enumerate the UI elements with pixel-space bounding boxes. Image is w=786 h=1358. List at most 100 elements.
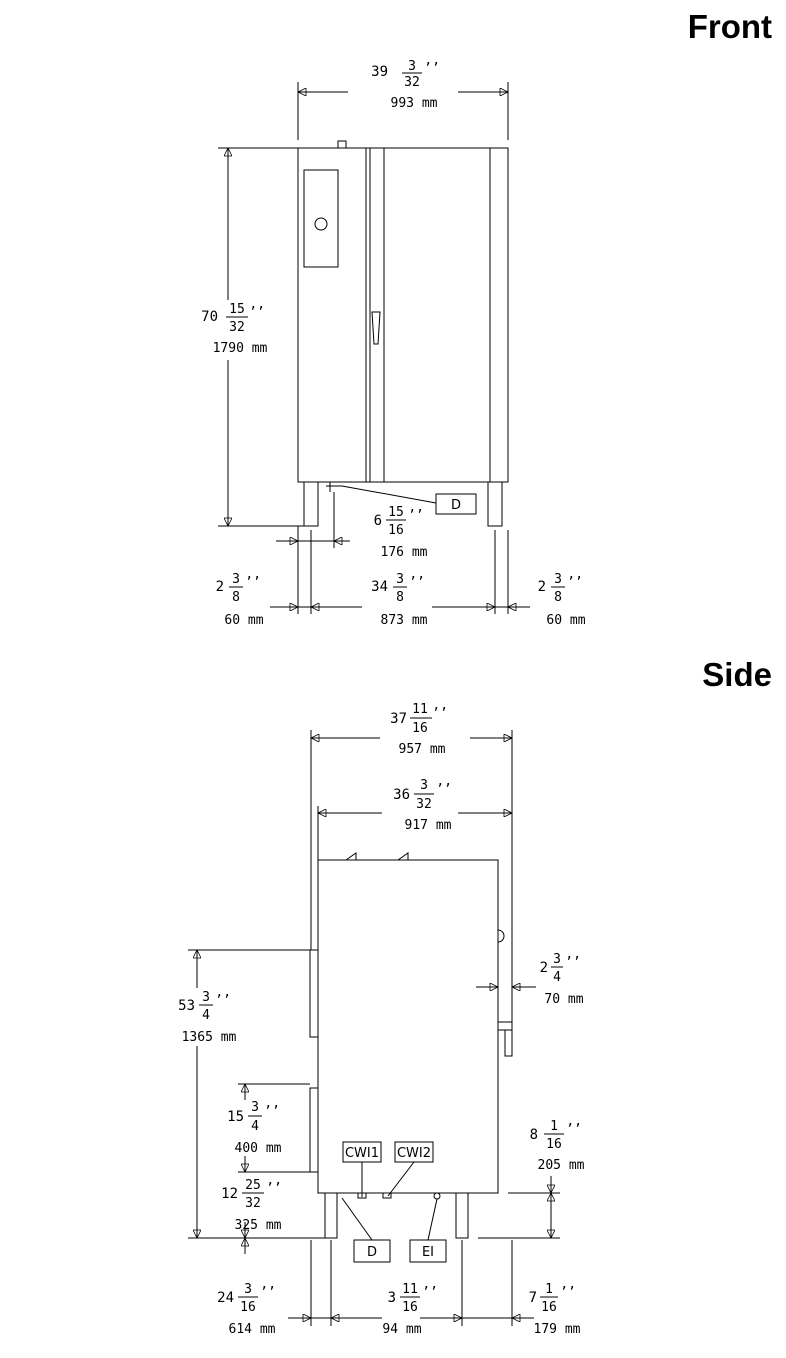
svg-text:70 mm: 70 mm <box>544 992 583 1007</box>
svg-text:1790 mm: 1790 mm <box>213 341 268 356</box>
side-lower-panel-label: 15 3 4 ’’ 400 mm <box>227 1100 282 1156</box>
side-front-to-drain-label: 24 3 16 ’’ 614 mm <box>217 1282 276 1337</box>
control-knob-icon <box>314 217 328 231</box>
side-leg-rear <box>455 1192 469 1239</box>
svg-text:CWI1: CWI1 <box>345 1146 379 1161</box>
svg-text:D: D <box>451 498 461 513</box>
svg-text:15: 15 <box>229 302 245 317</box>
front-drain-offset-label: 6 15 16 ’’ 176 mm <box>374 505 428 560</box>
svg-text:8: 8 <box>530 1127 538 1143</box>
svg-text:’’: ’’ <box>264 1104 280 1119</box>
svg-text:36: 36 <box>393 787 410 803</box>
svg-text:16: 16 <box>546 1137 562 1152</box>
side-panel-height-label: 53 3 4 ’’ 1365 mm <box>178 990 236 1045</box>
side-cabinet <box>317 859 499 1194</box>
svg-text:205 mm: 205 mm <box>538 1158 585 1173</box>
front-right-edge-label: 2 3 8 ’’ 60 mm <box>538 572 586 628</box>
svg-text:3: 3 <box>554 572 562 587</box>
svg-text:32: 32 <box>229 320 245 335</box>
svg-text:’’: ’’ <box>408 508 424 523</box>
front-callout-d <box>435 493 477 515</box>
svg-text:8: 8 <box>554 590 562 605</box>
side-top-vent-2 <box>397 852 409 861</box>
side-leg-height-label: 12 25 32 ’’ 325 mm <box>221 1178 282 1233</box>
svg-text:3: 3 <box>408 59 416 74</box>
svg-text:’’: ’’ <box>260 1285 276 1300</box>
svg-text:4: 4 <box>553 970 561 985</box>
svg-text:16: 16 <box>402 1300 418 1315</box>
svg-text:11: 11 <box>402 1282 418 1297</box>
svg-text:’’: ’’ <box>245 575 261 590</box>
front-leg-left <box>303 481 319 527</box>
svg-text:993 mm: 993 mm <box>391 96 438 111</box>
svg-text:’’: ’’ <box>215 993 231 1008</box>
side-bottom-clearance-label: 8 1 16 ’’ 205 mm <box>530 1119 585 1173</box>
svg-text:11: 11 <box>412 702 428 717</box>
side-top-vent-1 <box>345 852 357 861</box>
door-handle-icon <box>371 311 381 345</box>
svg-text:3: 3 <box>396 572 404 587</box>
svg-text:’’: ’’ <box>432 706 448 721</box>
svg-text:3: 3 <box>202 990 210 1005</box>
svg-text:3: 3 <box>388 1290 396 1306</box>
svg-text:’’: ’’ <box>560 1285 576 1300</box>
svg-text:’’: ’’ <box>566 1122 582 1137</box>
svg-text:’’: ’’ <box>436 782 452 797</box>
svg-text:’’: ’’ <box>249 305 265 320</box>
svg-text:70: 70 <box>201 309 218 325</box>
front-left-edge-label: 2 3 8 ’’ 60 mm <box>216 572 264 628</box>
svg-text:3: 3 <box>232 572 240 587</box>
front-leg-span-label: 34 3 8 ’’ 873 mm <box>371 572 428 628</box>
svg-text:6: 6 <box>374 513 382 529</box>
svg-text:1: 1 <box>550 1119 558 1134</box>
svg-text:60 mm: 60 mm <box>224 613 263 628</box>
svg-text:32: 32 <box>245 1196 261 1211</box>
side-drain-spacing-label: 3 11 16 ’’ 94 mm <box>382 1282 437 1337</box>
front-width-label: 39 3 32 ’’ 993 mm <box>371 59 440 111</box>
front-height-label: 70 15 32 ’’ 1790 mm <box>201 302 267 356</box>
svg-text:16: 16 <box>240 1300 256 1315</box>
svg-text:2: 2 <box>538 579 546 595</box>
svg-text:’’: ’’ <box>409 575 425 590</box>
svg-text:2: 2 <box>216 579 224 595</box>
rear-bracket <box>497 1021 513 1031</box>
svg-text:176 mm: 176 mm <box>381 545 428 560</box>
side-leg-front <box>324 1192 338 1239</box>
rear-handle <box>504 1029 513 1057</box>
svg-text:’’: ’’ <box>266 1181 282 1196</box>
svg-text:D: D <box>367 1245 377 1260</box>
svg-text:25: 25 <box>245 1178 261 1193</box>
svg-text:’’: ’’ <box>565 955 581 970</box>
svg-text:7: 7 <box>529 1290 537 1306</box>
svg-text:39: 39 <box>371 64 388 80</box>
svg-text:1: 1 <box>545 1282 553 1297</box>
svg-text:37: 37 <box>390 711 407 727</box>
side-overall-depth-label: 37 11 16 ’’ 957 mm <box>390 702 448 757</box>
svg-text:873 mm: 873 mm <box>381 613 428 628</box>
front-leg-right <box>487 481 503 527</box>
svg-text:3: 3 <box>553 952 561 967</box>
svg-text:3: 3 <box>251 1100 259 1115</box>
svg-text:53: 53 <box>178 998 195 1014</box>
svg-text:614 mm: 614 mm <box>229 1322 276 1337</box>
door-panel-lower <box>309 1087 319 1173</box>
svg-text:94 mm: 94 mm <box>382 1322 421 1337</box>
door-panel-upper <box>309 949 319 1038</box>
front-heading: Front <box>688 8 772 45</box>
svg-text:16: 16 <box>541 1300 557 1315</box>
svg-text:4: 4 <box>202 1008 210 1023</box>
svg-text:34: 34 <box>371 579 388 595</box>
svg-text:3: 3 <box>244 1282 252 1297</box>
front-cabinet <box>297 147 509 483</box>
svg-text:EI: EI <box>422 1245 434 1260</box>
svg-text:325 mm: 325 mm <box>235 1218 282 1233</box>
svg-text:8: 8 <box>396 590 404 605</box>
svg-text:15: 15 <box>388 505 404 520</box>
svg-text:’’: ’’ <box>424 61 440 76</box>
svg-text:8: 8 <box>232 590 240 605</box>
svg-text:15: 15 <box>227 1109 244 1125</box>
svg-text:’’: ’’ <box>567 575 583 590</box>
svg-text:32: 32 <box>404 75 420 90</box>
svg-text:16: 16 <box>412 721 428 736</box>
